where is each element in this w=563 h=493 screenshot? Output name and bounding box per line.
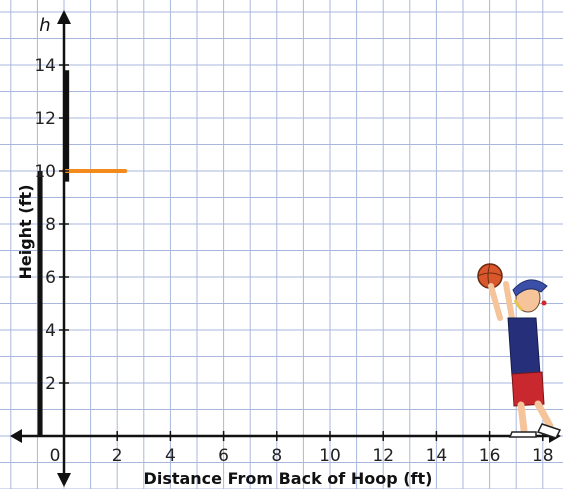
player-cap bbox=[512, 279, 548, 297]
y-axis-label: Height (ft) bbox=[16, 184, 35, 279]
x-tick-label: 18 bbox=[532, 446, 554, 466]
x-tick-label: 10 bbox=[319, 446, 341, 466]
x-tick-label: 2 bbox=[112, 446, 123, 466]
player-shorts bbox=[511, 371, 545, 407]
y-axis-arrow-up bbox=[57, 10, 71, 24]
x-tick-label: 16 bbox=[479, 446, 501, 466]
y-variable-label: h bbox=[39, 15, 50, 36]
x-axis-arrow-left bbox=[10, 429, 22, 443]
player-shoes bbox=[508, 423, 562, 439]
y-tick-label: 4 bbox=[45, 321, 56, 341]
y-tick-label: 8 bbox=[45, 215, 56, 235]
x-tick-label: 12 bbox=[372, 446, 394, 466]
x-tick-label: 14 bbox=[426, 446, 448, 466]
x-tick-label: 0 bbox=[50, 446, 61, 466]
y-tick-label: 10 bbox=[34, 162, 56, 182]
y-tick-label: 2 bbox=[45, 374, 56, 394]
y-tick-label: 12 bbox=[34, 109, 56, 129]
y-tick-label: 6 bbox=[45, 268, 56, 288]
player-arms bbox=[488, 281, 515, 321]
hoop-structure bbox=[37, 70, 128, 436]
x-axis-label: Distance From Back of Hoop (ft) bbox=[144, 469, 433, 488]
y-axis-arrow-down bbox=[57, 473, 71, 487]
tick-labels: 0 2 4 6 8 10 12 14 16 18 2 4 6 8 10 12 14 bbox=[34, 56, 553, 466]
player-shirt bbox=[507, 317, 541, 377]
player-legs bbox=[517, 400, 554, 434]
x-tick-label: 4 bbox=[165, 446, 176, 466]
basketball-player-illustration bbox=[477, 263, 562, 439]
x-tick-label: 6 bbox=[218, 446, 229, 466]
player-hair bbox=[513, 299, 524, 312]
y-tick-label: 14 bbox=[34, 56, 56, 76]
x-tick-label: 8 bbox=[271, 446, 282, 466]
cap-button bbox=[541, 300, 547, 306]
axes bbox=[10, 10, 561, 487]
